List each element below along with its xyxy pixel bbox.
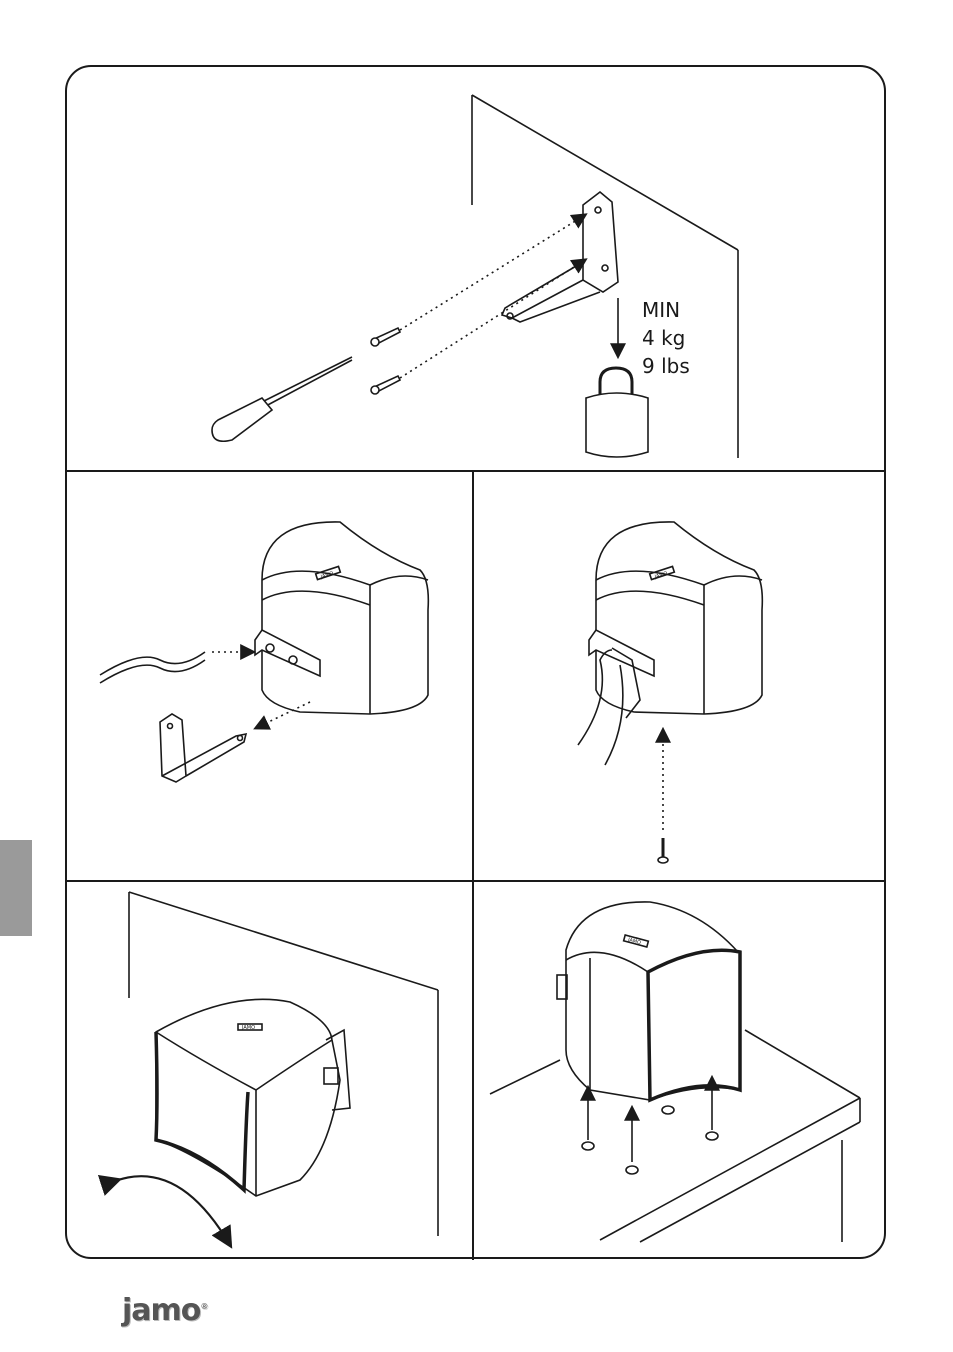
speaker-illustration xyxy=(589,522,762,714)
rotation-arrow-icon xyxy=(118,1176,230,1245)
screw-icon xyxy=(658,838,668,863)
screw-icon xyxy=(371,328,400,346)
minimum-load-label: MIN 4 kg 9 lbs xyxy=(642,296,690,380)
lbs-text: 9 lbs xyxy=(642,352,690,380)
speaker-illustration xyxy=(557,902,740,1100)
step-3-fasten-screw xyxy=(578,522,762,863)
jamo-logo: jamo® xyxy=(122,1293,207,1328)
weight-icon xyxy=(586,368,648,457)
logo-text: jamo xyxy=(122,1293,200,1328)
rubber-foot-icon xyxy=(582,1106,718,1174)
badge-text: JAMO xyxy=(241,1025,255,1031)
step-1-wall-mount xyxy=(212,95,738,458)
trademark-symbol: ® xyxy=(200,1302,207,1311)
screwdriver-icon xyxy=(212,357,352,441)
speaker-illustration xyxy=(255,522,428,714)
screw-arrows xyxy=(400,215,585,378)
bracket-icon xyxy=(160,714,246,782)
kg-text: 4 kg xyxy=(642,324,690,352)
step-5-table-placement xyxy=(490,902,860,1242)
screw-icon xyxy=(371,376,400,394)
step-2-attach-bracket xyxy=(100,522,428,782)
min-text: MIN xyxy=(642,296,690,324)
speaker-cable xyxy=(100,652,205,683)
wall-bracket xyxy=(502,192,618,322)
step-4-adjust-angle xyxy=(118,892,438,1245)
